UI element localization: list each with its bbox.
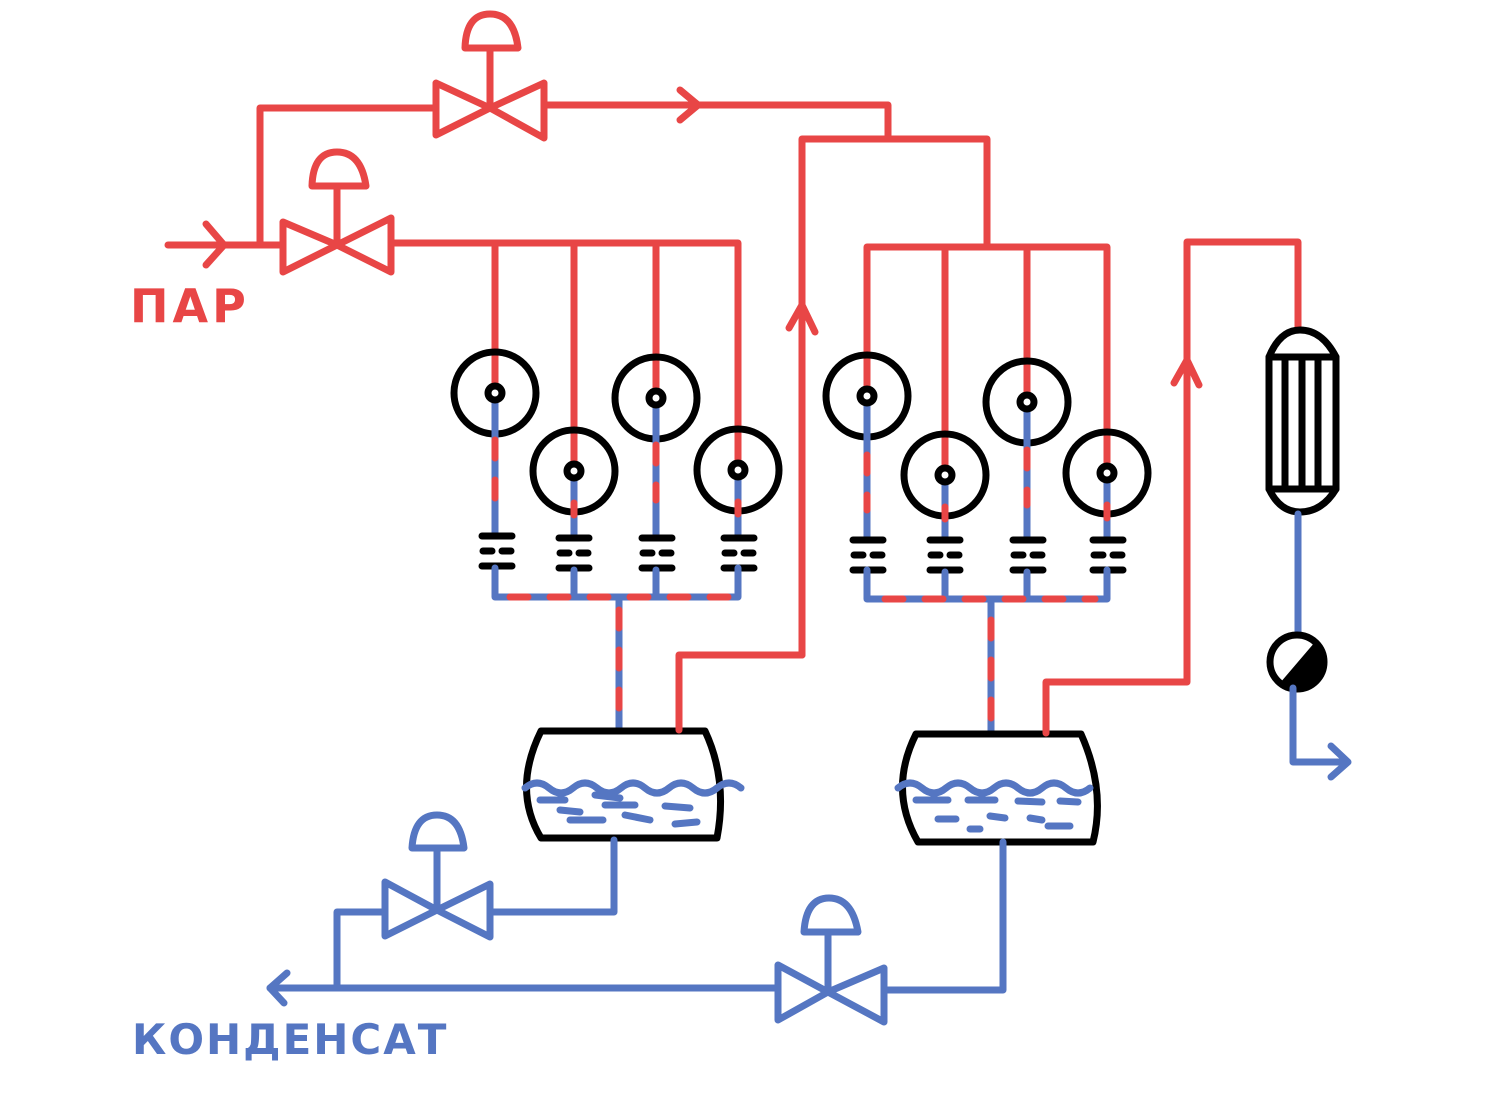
steam-trap-icon xyxy=(638,534,676,572)
condensate-control-valve-1[interactable] xyxy=(381,811,494,941)
condensate-bypass-line xyxy=(333,908,389,991)
condensate-header-group-1 xyxy=(491,564,742,601)
valve-actuator-icon xyxy=(461,10,522,52)
steam-top-line xyxy=(540,101,892,140)
flash-separator-1[interactable] xyxy=(521,727,745,842)
valve-actuator-icon xyxy=(408,811,468,852)
condensate-label: КОНДЕНСАТ xyxy=(132,1015,448,1064)
steam-label: ПАР xyxy=(130,279,250,333)
discharge-arrow-icon xyxy=(1327,742,1352,781)
steam-upflow-arrow-icon xyxy=(1170,356,1203,389)
condenser-heat-exchanger[interactable] xyxy=(1265,326,1340,516)
separator-1-drain xyxy=(486,836,618,916)
steam-trap-icon xyxy=(926,536,964,574)
separator-2-drain xyxy=(881,838,1007,994)
valve-actuator-icon xyxy=(800,894,862,936)
group-1-dryers xyxy=(450,348,783,516)
valve-actuator-icon xyxy=(308,148,370,190)
condensate-control-valve-2[interactable] xyxy=(774,894,888,1026)
steam-header-group-1 xyxy=(387,239,742,474)
steam-line-to-group-2 xyxy=(798,135,991,659)
condensate-header-group-2 xyxy=(863,566,1111,603)
steam-trap-icon xyxy=(555,534,593,572)
steam-bypass-line xyxy=(256,104,440,249)
steam-header-group-2 xyxy=(863,243,1111,477)
steam-trap-icon xyxy=(1089,536,1127,574)
flash-separator-2[interactable] xyxy=(894,730,1101,846)
steam-trap-icon xyxy=(1009,536,1047,574)
flash-steam-line-2 xyxy=(1042,238,1302,737)
condensate-outlet-arrow-icon xyxy=(266,969,291,1007)
steam-trap-icon xyxy=(849,536,887,574)
steam-control-valve-main[interactable] xyxy=(279,148,395,276)
steam-control-valve-top[interactable] xyxy=(432,10,548,142)
steam-upflow-arrow-icon xyxy=(785,301,819,336)
flash-steam-line-1 xyxy=(675,651,806,734)
condensate-pump-icon[interactable] xyxy=(1266,631,1328,693)
pump-discharge-line xyxy=(1289,684,1349,766)
steam-trap-icon xyxy=(478,532,516,570)
steam-flow-arrow-icon xyxy=(676,86,702,124)
steam-trap-icon xyxy=(720,534,758,572)
group-2-dryers xyxy=(822,351,1152,520)
